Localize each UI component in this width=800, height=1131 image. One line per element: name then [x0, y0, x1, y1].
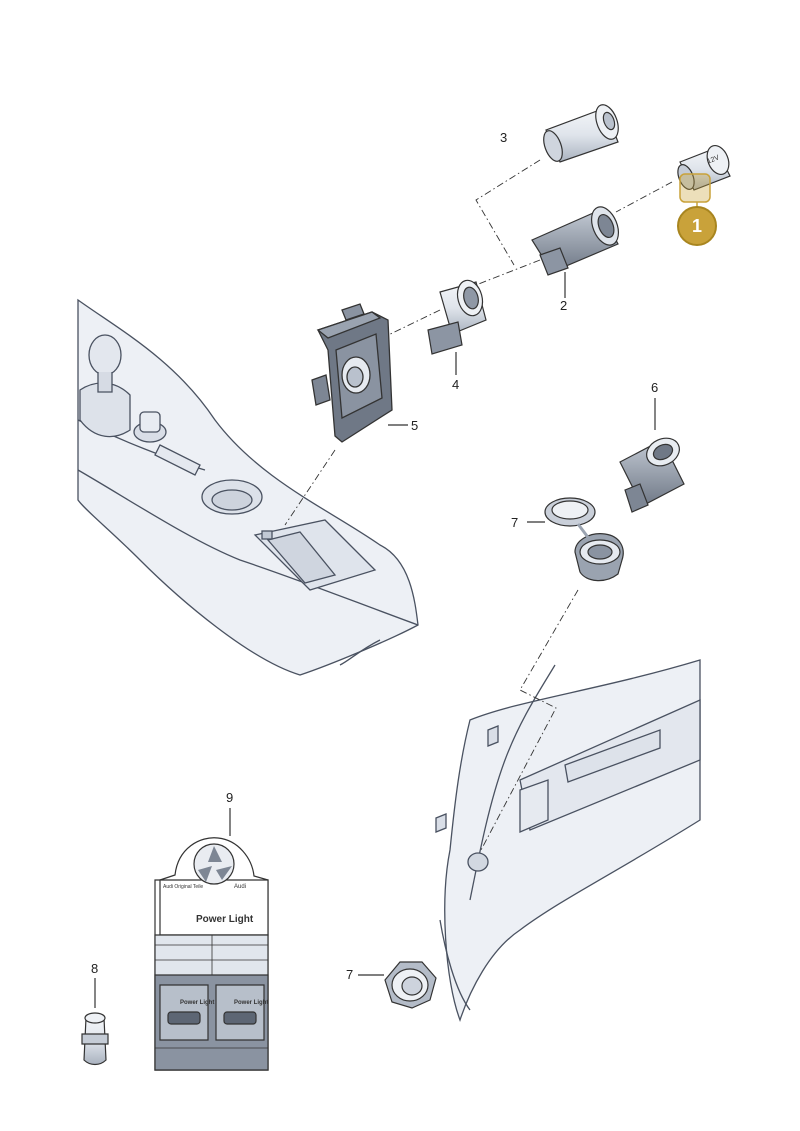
callout-part-5: 5 — [411, 418, 419, 433]
package-brand-mark: Audi — [234, 884, 247, 890]
package-brand-line: Audi Original Teile — [163, 884, 204, 890]
part-8-plug — [81, 978, 109, 1066]
package-title: Power Light — [196, 914, 254, 925]
part-5-bracket — [311, 303, 408, 443]
part-7-ring-lower — [358, 961, 437, 1009]
callout-part-7-lower: 7 — [346, 967, 354, 982]
center-console — [77, 298, 419, 676]
part-6-socket-insert — [619, 398, 685, 513]
callout-part-2: 2 — [560, 298, 568, 313]
socket-12v-marking: 12V — [706, 154, 720, 165]
callout-part-4: 4 — [452, 377, 460, 392]
part-3-plug — [543, 104, 619, 163]
part-1-socket — [677, 144, 731, 208]
part-9-package — [154, 808, 269, 1071]
callout-part-6: 6 — [651, 380, 659, 395]
part-2-socket-housing — [531, 206, 620, 298]
highlight-badge[interactable]: 1 — [677, 206, 717, 246]
package-small-title-left: Power Light — [180, 1000, 215, 1006]
callout-part-9: 9 — [226, 790, 234, 805]
part-7-cap-upper — [527, 497, 624, 582]
callout-part-7-upper: 7 — [511, 515, 519, 530]
part-4-holder — [427, 279, 487, 375]
luggage-compartment-trim — [435, 659, 701, 1022]
assembly-guide-lines — [284, 159, 673, 853]
callout-part-8: 8 — [91, 961, 99, 976]
callout-part-3: 3 — [500, 130, 508, 145]
package-small-title-right: Power Light — [234, 1000, 269, 1006]
